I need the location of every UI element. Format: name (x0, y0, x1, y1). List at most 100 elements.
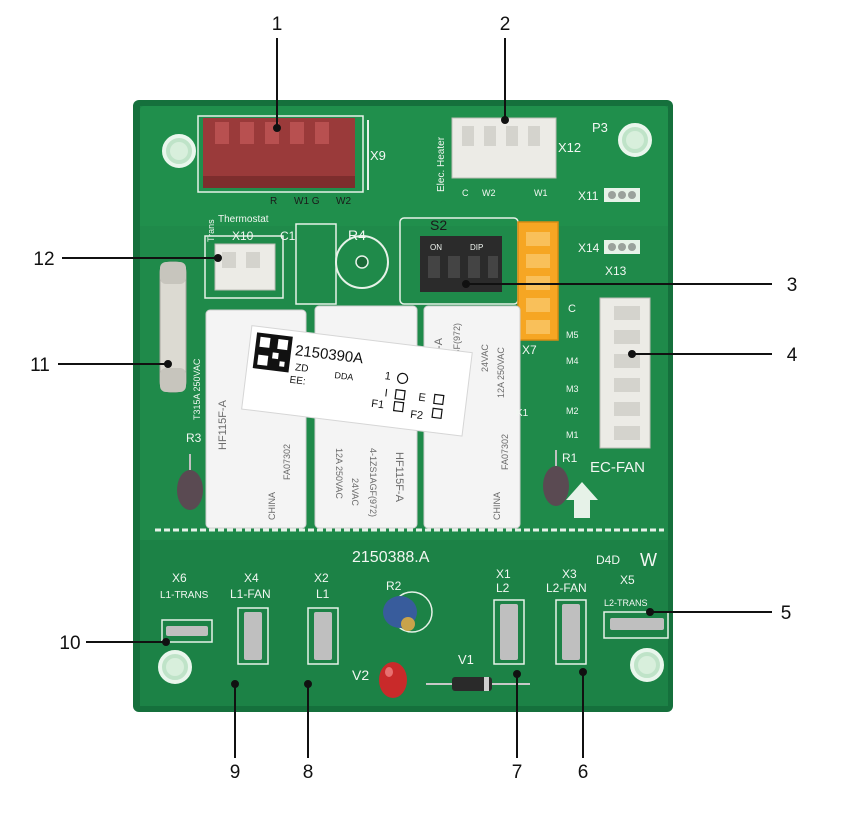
silk-board-code: 2150388.A (352, 549, 430, 566)
terminal-x6 (161, 619, 213, 643)
relay-2-coil: 24VAC (350, 478, 360, 506)
silk-x4: X4 (244, 571, 259, 585)
x9-outline (197, 115, 364, 193)
resistor-r1 (543, 450, 569, 506)
connector-x7 (517, 221, 559, 341)
silk-x11: X11 (578, 189, 599, 203)
silk-r2: R2 (386, 579, 402, 593)
silk-v1: V1 (458, 652, 474, 667)
connectors (203, 117, 651, 449)
sticker-one: 1 (384, 370, 392, 383)
terminal-x3 (555, 599, 587, 665)
silk-r: R (270, 196, 277, 207)
silk-dip-on: ON (430, 243, 442, 252)
component-r2 (383, 591, 433, 633)
silk-l2-trans: L2-TRANS (604, 598, 648, 608)
relay-3-spec: 12A 250VAC (496, 347, 506, 398)
callout-12: 12 (33, 249, 54, 270)
fuse (159, 261, 187, 393)
silk-thermostat: Thermostat (218, 214, 269, 225)
silk-r3: R3 (186, 431, 202, 445)
silk-fuse: T315A 250VAC (192, 358, 202, 420)
relay-3-origin: CHINA (492, 492, 502, 520)
callout-lines (58, 38, 772, 758)
silk-w2: W2 (336, 196, 351, 207)
connector-x12 (451, 117, 557, 179)
silk-m2: M2 (566, 406, 579, 416)
silk-trans: Trans (206, 219, 216, 242)
silk-heater-c: C (462, 188, 469, 198)
connector-ec-fan (599, 297, 651, 449)
terminal-x5 (603, 611, 669, 639)
silk-x2: X2 (314, 571, 329, 585)
callout-9: 9 (230, 762, 241, 783)
silk-x1: X1 (496, 567, 511, 581)
relay-2-spec: 12A 250VAC (334, 448, 344, 499)
header-x11 (604, 188, 640, 202)
silk-r4: R4 (348, 227, 366, 243)
callout-numbers: 1 2 3 4 5 6 7 8 9 10 11 12 (30, 14, 798, 783)
silk-v2: V2 (352, 667, 369, 683)
sticker-f2: F2 (410, 409, 424, 422)
relay-1-origin: CHINA (267, 492, 277, 520)
silk-m4: M4 (566, 356, 579, 366)
silk-l1-trans: L1-TRANS (160, 590, 209, 601)
relay-3-coil: 24VAC (480, 344, 490, 372)
callout-1: 1 (272, 14, 283, 35)
silk-p3: P3 (592, 120, 608, 135)
silk-d4d: D4D (596, 553, 620, 567)
silk-r1: R1 (562, 451, 578, 465)
callout-11: 11 (30, 355, 50, 376)
qr-code-icon (252, 332, 293, 373)
callout-10: 10 (59, 633, 80, 654)
silk-l2: L2 (496, 581, 510, 595)
label-sticker: 2150390A ZD DDA EE: 1 I F1 E F2 (241, 325, 473, 437)
silk-x9: X9 (370, 148, 386, 163)
silk-k1: K1 (516, 408, 529, 419)
sticker-dda: DDA (334, 370, 354, 382)
callout-4: 4 (787, 345, 798, 366)
silk-l2-fan: L2-FAN (546, 581, 587, 595)
silk-m1: M1 (566, 430, 579, 440)
terminal-x4 (237, 607, 269, 665)
x10-outline (204, 235, 284, 299)
silk-elec-heater: Elec. Heater (436, 136, 447, 192)
diode-v1 (426, 677, 530, 691)
terminal-x1 (493, 599, 525, 665)
silk-ec-fan: EC-FAN (590, 459, 645, 476)
sticker-zd: ZD (294, 362, 309, 375)
sticker-i: I (384, 387, 389, 399)
silk-x10: X10 (232, 229, 254, 243)
header-x14 (604, 240, 640, 254)
silk-x3: X3 (562, 567, 577, 581)
silk-w1g: W1 G (294, 196, 320, 207)
silk-x6: X6 (172, 571, 187, 585)
silk-c1: C1 (280, 229, 296, 243)
callout-7: 7 (512, 762, 523, 783)
arrow-up-icon (566, 482, 598, 518)
silk-dip-dip: DIP (470, 243, 483, 252)
callout-8: 8 (303, 762, 314, 783)
silk-l1: L1 (316, 587, 330, 601)
relay-2-model: HF115F-A (393, 452, 405, 503)
silkscreen-labels: X9 X12 P3 X11 X14 X13 X7 X10 C1 R4 S2 ON… (160, 120, 657, 683)
relay-3-cert: FA07302 (500, 434, 510, 470)
silk-s2: S2 (430, 217, 447, 233)
silk-m5: M5 (566, 330, 579, 340)
bottom-components (161, 450, 669, 698)
silk-x13: X13 (605, 264, 627, 278)
mounting-holes (158, 123, 664, 684)
silk-w: W (640, 550, 657, 570)
potentiometer-r4 (335, 235, 389, 289)
sticker-e: E (418, 392, 427, 405)
relay-2-code: 4-1ZS1AGF(972) (368, 448, 378, 517)
callout-3: 3 (787, 275, 798, 296)
connector-x10 (214, 243, 276, 291)
silk-x7: X7 (522, 343, 537, 357)
relay-1-model: HF115F-A (217, 399, 229, 450)
callout-6: 6 (578, 762, 589, 783)
silk-m3: M3 (566, 384, 579, 394)
sticker-f1: F1 (371, 398, 385, 411)
dip-switch-s2 (420, 236, 502, 292)
